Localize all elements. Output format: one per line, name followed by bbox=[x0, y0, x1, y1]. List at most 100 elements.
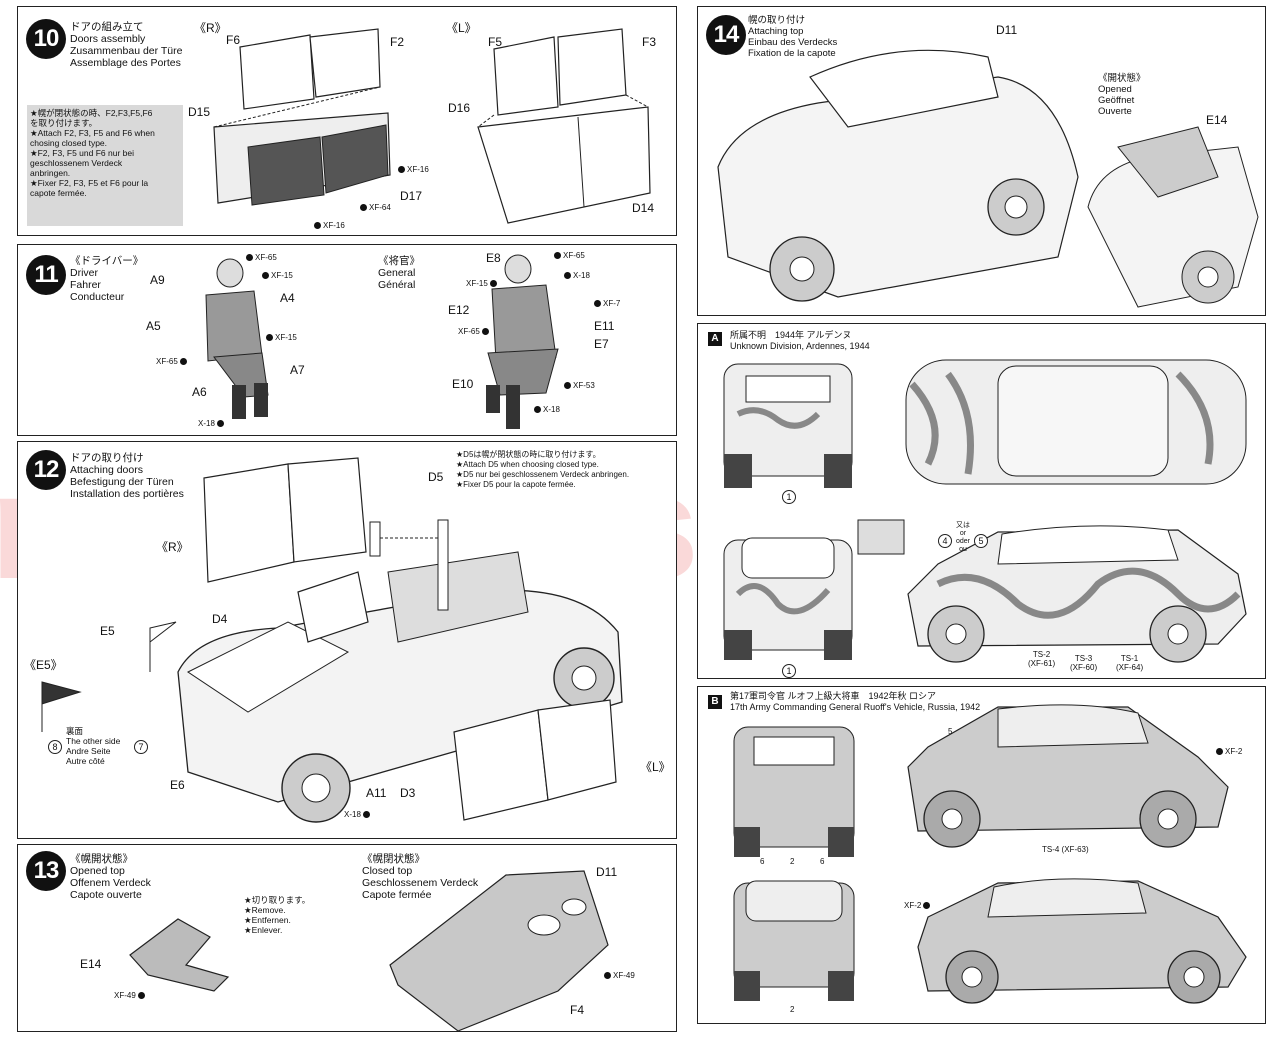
part-f6: F6 bbox=[226, 33, 241, 47]
part-e7: E7 bbox=[594, 337, 609, 351]
paint-ts4: TS-4 (XF-63) bbox=[1042, 845, 1089, 854]
decal-1-front: 1 bbox=[782, 490, 796, 504]
part-d16: D16 bbox=[448, 101, 471, 115]
part-a4: A4 bbox=[280, 291, 295, 305]
part-d15: D15 bbox=[188, 105, 211, 119]
part-e6: E6 bbox=[170, 778, 185, 792]
paint-xf65-c: XF-65 bbox=[554, 251, 585, 260]
step-titles: 《幌開状態》 Opened top Offenem Verdeck Capote… bbox=[70, 853, 151, 901]
part-e14: E14 bbox=[1206, 113, 1228, 127]
door-assembly-diagram bbox=[213, 28, 651, 224]
paint-xf64: XF-64 bbox=[360, 203, 391, 212]
d5-note: ★D5は幌が閉状態の時に取り付けます。★Attach D5 when choos… bbox=[456, 450, 630, 489]
paint-xf2-a: XF-2 bbox=[1216, 747, 1242, 756]
paint-xf49-a: XF-49 bbox=[114, 991, 147, 1000]
part-f5: F5 bbox=[488, 35, 503, 49]
decal-6-a: 6 bbox=[760, 857, 765, 866]
title-en: Doors assembly bbox=[70, 33, 146, 45]
part-a9: A9 bbox=[150, 273, 165, 287]
step-titles: ドアの組み立て Doors assembly Zusammenbau der T… bbox=[70, 21, 182, 69]
part-e14: E14 bbox=[80, 957, 102, 971]
title-de: Zusammenbau der Türe bbox=[70, 45, 183, 57]
side-right-label: 《R》 bbox=[194, 21, 227, 35]
top-attach-diagram bbox=[717, 49, 1259, 308]
part-e5: E5 bbox=[100, 624, 115, 638]
opened-titles: 《開状態》 Opened Geöffnet Ouverte bbox=[1098, 73, 1146, 117]
paint-xf16-b: XF-16 bbox=[314, 221, 345, 230]
scheme-b-views bbox=[733, 704, 1247, 1004]
decal-2-b: 2 bbox=[790, 1005, 795, 1014]
part-a7: A7 bbox=[290, 363, 305, 377]
scheme-b-panel: B 第17軍司令官 ルオフ上級大将車 1942年秋 ロシア 17th Army … bbox=[697, 686, 1266, 1024]
scheme-badge: B bbox=[708, 695, 722, 709]
paint-x18-a: X-18 bbox=[198, 419, 226, 428]
remove-note: ★切り取ります。★Remove. ★Entfernen.★Enlever. bbox=[244, 895, 311, 935]
paint-xf53: XF-53 bbox=[564, 381, 595, 390]
part-f2: F2 bbox=[390, 35, 405, 49]
decal-5: 5 bbox=[948, 727, 953, 736]
general-titles: 《将官》 General Général bbox=[378, 255, 420, 291]
step-13-panel: 13 《幌開状態》 Opened top Offenem Verdeck Cap… bbox=[17, 844, 677, 1032]
scheme-badge: A bbox=[708, 332, 722, 346]
door-attach-diagram bbox=[41, 457, 623, 823]
top-parts-diagram bbox=[129, 870, 609, 1032]
paint-x18: X-18 bbox=[344, 810, 372, 819]
paint-legend-2: TS-3(XF-60) bbox=[1070, 654, 1098, 672]
paint-xf49-b: XF-49 bbox=[604, 971, 635, 980]
paint-xf16-a: XF-16 bbox=[398, 165, 429, 174]
step-number: 10 bbox=[26, 19, 66, 59]
title-jp: ドアの組み立て bbox=[70, 21, 144, 33]
decal-7: 7 bbox=[134, 740, 148, 754]
step-11-panel: 11 《ドライバー》 Driver Fahrer Conducteur 《将官》… bbox=[17, 244, 677, 436]
paint-legend-1: TS-2(XF-61) bbox=[1028, 650, 1056, 668]
part-d14: D14 bbox=[632, 201, 655, 215]
scheme-a-views bbox=[723, 359, 1247, 663]
paint-x18-b: X-18 bbox=[564, 271, 590, 280]
side-left-label: 《L》 bbox=[446, 21, 477, 35]
paint-xf15-c: XF-15 bbox=[466, 279, 499, 288]
step-12-panel: 12 ドアの取り付け Attaching doors Befestigung d… bbox=[17, 441, 677, 839]
part-d11: D11 bbox=[996, 23, 1018, 37]
paint-xf65-a: XF-65 bbox=[246, 253, 277, 262]
step-titles: ドアの取り付け Attaching doors Befestigung der … bbox=[70, 452, 184, 500]
part-d5: D5 bbox=[428, 470, 444, 484]
paint-xf2-b: XF-2 bbox=[904, 901, 932, 910]
e5-detail-label: 《E5》 bbox=[24, 658, 63, 672]
part-a5: A5 bbox=[146, 319, 161, 333]
step-number: 13 bbox=[26, 851, 66, 891]
decal-5: 5 bbox=[974, 534, 988, 548]
decal-1-rear: 1 bbox=[782, 664, 796, 678]
part-d3: D3 bbox=[400, 786, 416, 800]
figures-diagram bbox=[205, 254, 559, 429]
part-f4: F4 bbox=[570, 1003, 585, 1017]
step-10-panel: 10 ドアの組み立て Doors assembly Zusammenbau de… bbox=[17, 6, 677, 236]
part-e8: E8 bbox=[486, 251, 501, 265]
decal-4: 4 bbox=[938, 534, 952, 548]
title-fr: Assemblage des Portes bbox=[70, 57, 181, 69]
paint-xf15-a: XF-15 bbox=[262, 271, 293, 280]
decal-8: 8 bbox=[48, 740, 62, 754]
paint-x18-c: X-18 bbox=[534, 405, 560, 414]
paint-xf65-b: XF-65 bbox=[156, 357, 189, 366]
part-a6: A6 bbox=[192, 385, 207, 399]
step-titles: 《ドライバー》 Driver Fahrer Conducteur bbox=[70, 255, 144, 303]
closed-top-titles: 《幌閉状態》 Closed top Geschlossenem Verdeck … bbox=[362, 853, 479, 901]
paint-xf15-b: XF-15 bbox=[266, 333, 297, 342]
part-a11: A11 bbox=[366, 786, 387, 800]
scheme-titles: 第17軍司令官 ルオフ上級大将車 1942年秋 ロシア 17th Army Co… bbox=[730, 691, 981, 712]
step-number: 11 bbox=[26, 255, 66, 295]
paint-xf65-d: XF-65 bbox=[458, 327, 491, 336]
side-left-label: 《L》 bbox=[640, 760, 671, 774]
paint-xf7: XF-7 bbox=[594, 299, 620, 308]
step-14-panel: 14 幌の取り付け Attaching top Einbau des Verde… bbox=[697, 6, 1266, 316]
scheme-a-panel: A 所属不明 1944年 アルデンヌ Unknown Division, Ard… bbox=[697, 323, 1266, 679]
paint-legend-3: TS-1(XF-64) bbox=[1116, 654, 1144, 672]
decal-2-a: 2 bbox=[790, 857, 795, 866]
part-e11: E11 bbox=[594, 319, 615, 333]
step-number: 12 bbox=[26, 450, 66, 490]
step-number: 14 bbox=[706, 15, 746, 55]
decal-6-b: 6 bbox=[820, 857, 825, 866]
part-d4: D4 bbox=[212, 612, 228, 626]
part-f3: F3 bbox=[642, 35, 657, 49]
